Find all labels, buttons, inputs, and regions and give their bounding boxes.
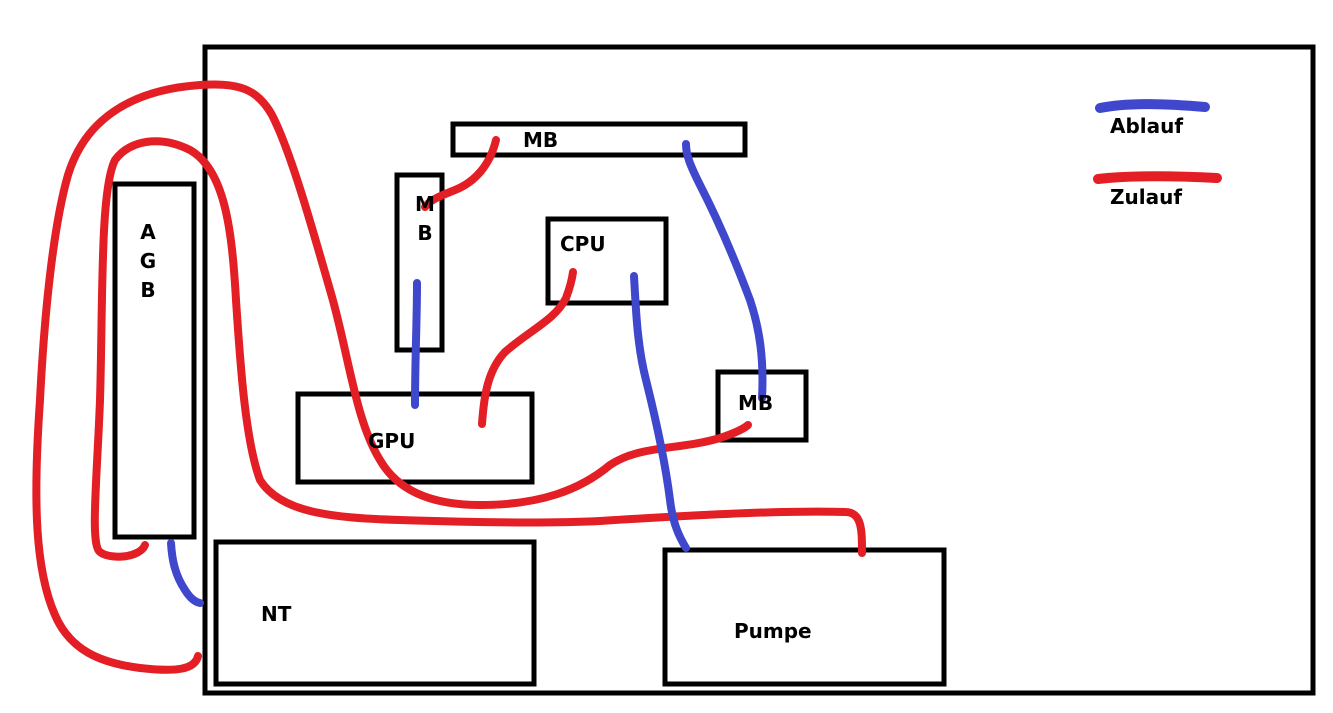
tube-ablauf-agb-nt (167, 539, 204, 607)
legend-zulauf-label: Zulauf (1110, 185, 1183, 209)
legend-zulauf-swatch (1093, 171, 1222, 184)
tube-ablauf-mbsmall-mbtop (682, 140, 767, 402)
tube-zulauf-gpu-cpu (478, 268, 577, 428)
nt-label: NT (261, 602, 292, 626)
mb-top-label: MB (523, 128, 559, 152)
agb-letter: B (140, 278, 156, 302)
legend-ablauf-label: Ablauf (1110, 114, 1184, 138)
agb-box (112, 181, 197, 540)
gpu-label: GPU (368, 429, 416, 453)
cpu-label: CPU (560, 232, 606, 256)
mb-vertical-letter: B (417, 221, 433, 245)
mb-small-label: MB (738, 391, 774, 415)
tube-ablauf-mbvert-gpu (411, 279, 421, 409)
agb-letter: G (139, 249, 157, 273)
tube-ablauf-cpu-pumpe (630, 272, 690, 552)
legend-ablauf-swatch (1095, 99, 1210, 113)
pumpe-box (662, 547, 947, 687)
tube-zulauf-mbtop-mbvert (421, 136, 500, 211)
nt-box (213, 539, 537, 687)
mb-vertical-label: M B (410, 190, 440, 248)
agb-letter: A (140, 220, 156, 244)
cpu-box (545, 216, 669, 306)
case-frame (202, 44, 1316, 696)
mb-vertical-letter: M (415, 192, 435, 216)
pumpe-label: Pumpe (734, 619, 812, 643)
tube-zulauf-pumpe-agb (90, 137, 866, 561)
mb-top-box (450, 121, 748, 158)
agb-label: A G B (133, 218, 163, 305)
tube-zulauf-nt-mbsmall (32, 80, 752, 674)
